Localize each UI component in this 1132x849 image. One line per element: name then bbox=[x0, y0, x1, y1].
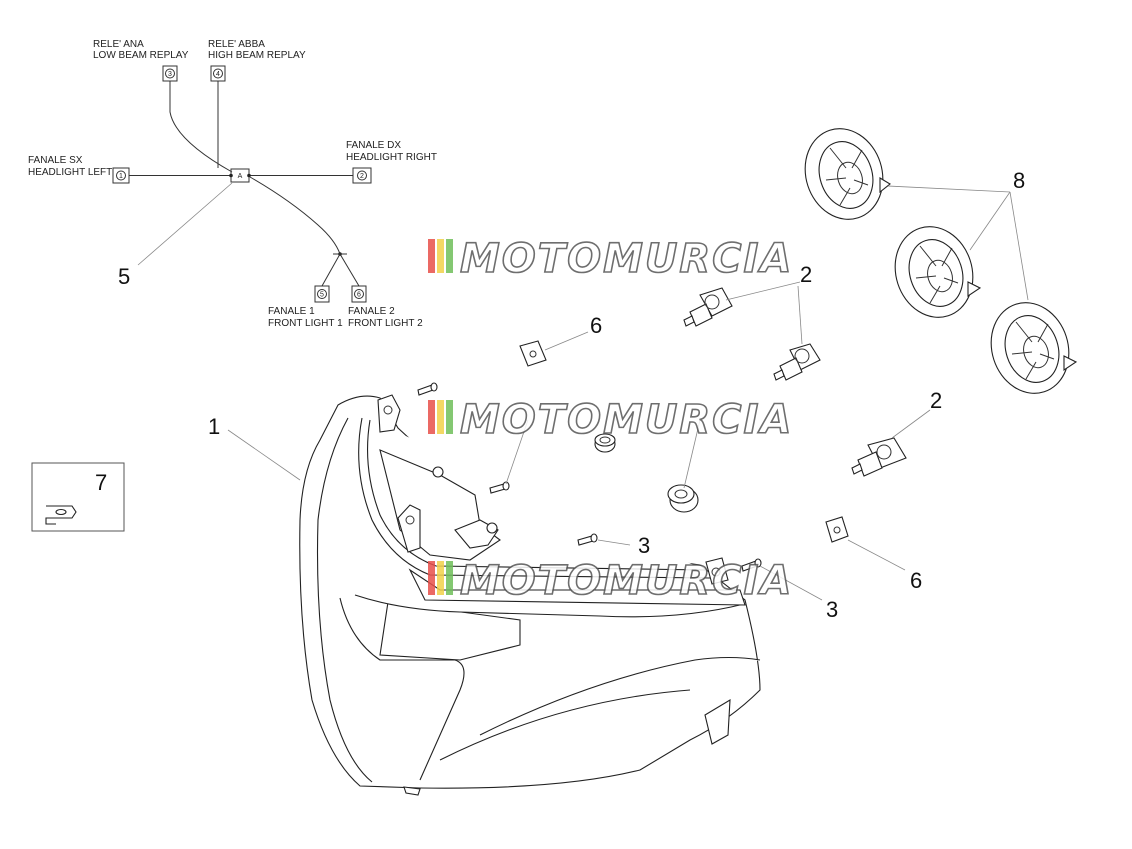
connector-pin-1: 1 bbox=[119, 173, 123, 180]
screw-center bbox=[577, 533, 631, 546]
callout-2-a: 2 bbox=[800, 262, 812, 287]
high-beam-label-en: HIGH BEAM REPLAY bbox=[208, 50, 306, 61]
callout-3-a: 3 bbox=[638, 533, 650, 558]
watermark-top: MOTOMURCIA bbox=[428, 235, 793, 283]
part-7-clip-box: 7 bbox=[31, 462, 125, 532]
connector-pin-3: 3 bbox=[168, 71, 172, 78]
bulb-upper bbox=[683, 281, 801, 327]
callout-8: 8 bbox=[1013, 168, 1025, 193]
screw-top-left bbox=[417, 382, 438, 396]
side-mount-tab bbox=[397, 504, 421, 553]
square-nut-upper bbox=[519, 331, 589, 367]
wire-front-1 bbox=[321, 253, 341, 287]
connector-pin-5: 5 bbox=[320, 292, 324, 299]
headlight-assembly bbox=[299, 394, 761, 796]
front-light-2-label-it: FANALE 2 bbox=[348, 306, 395, 317]
headlight-right-label-it: FANALE DX bbox=[346, 140, 401, 151]
junction-label: A bbox=[238, 173, 243, 180]
reflector-cone-3 bbox=[990, 302, 1078, 394]
low-beam-label-it: RELE' ANA bbox=[93, 39, 144, 50]
high-beam-label-it: RELE' ABBA bbox=[208, 39, 265, 50]
bulb-middle bbox=[773, 285, 821, 381]
bulb-lower bbox=[851, 409, 931, 477]
watermark-bottom: MOTOMURCIA bbox=[428, 557, 793, 605]
callout-5: 5 bbox=[118, 264, 130, 289]
callout-6-a: 6 bbox=[590, 313, 602, 338]
headlight-left-label-en: HEADLIGHT LEFT bbox=[28, 167, 112, 178]
front-light-1-label-it: FANALE 1 bbox=[268, 306, 315, 317]
grommet-upper bbox=[594, 433, 616, 453]
watermark-middle: MOTOMURCIA bbox=[428, 396, 793, 444]
square-nut-lower bbox=[825, 516, 906, 571]
watermark-text-bottom: MOTOMURCIA bbox=[460, 558, 793, 604]
right-mount-ear bbox=[705, 557, 729, 585]
front-light-2-label-en: FRONT LIGHT 2 bbox=[348, 318, 423, 329]
watermark-text-middle: MOTOMURCIA bbox=[460, 397, 793, 443]
connector-pin-2: 2 bbox=[360, 173, 364, 180]
reflector-cone-1 bbox=[804, 128, 891, 220]
callout-6-b: 6 bbox=[910, 568, 922, 593]
wire-front-2 bbox=[339, 253, 360, 287]
wiring-harness-schematic: RELE' ANA LOW BEAM REPLAY RELE' ABBA HIG… bbox=[28, 39, 437, 329]
wire-low-beam bbox=[169, 81, 233, 173]
reflector-cone-2 bbox=[894, 226, 982, 318]
callout-2-b: 2 bbox=[930, 388, 942, 413]
headlight-right-label-en: HEADLIGHT RIGHT bbox=[346, 152, 437, 163]
headlight-left-label-it: FANALE SX bbox=[28, 155, 83, 166]
callout-3-b: 3 bbox=[826, 597, 838, 622]
low-beam-label-en: LOW BEAM REPLAY bbox=[93, 50, 189, 61]
watermark-text-top: MOTOMURCIA bbox=[460, 236, 793, 282]
screw-mid-left bbox=[489, 419, 529, 494]
grommet-lower bbox=[667, 419, 701, 513]
front-light-1-label-en: FRONT LIGHT 1 bbox=[268, 318, 343, 329]
callout-1: 1 bbox=[208, 414, 220, 439]
wire-front-trunk bbox=[249, 176, 341, 255]
connector-pin-6: 6 bbox=[357, 292, 361, 299]
headlight-inner-contour bbox=[339, 597, 465, 781]
screw-right bbox=[741, 558, 823, 601]
lower-tab bbox=[704, 698, 731, 745]
callout-7: 7 bbox=[95, 470, 107, 495]
connector-pin-4: 4 bbox=[216, 71, 220, 78]
headlight-lens-edge bbox=[316, 417, 373, 783]
